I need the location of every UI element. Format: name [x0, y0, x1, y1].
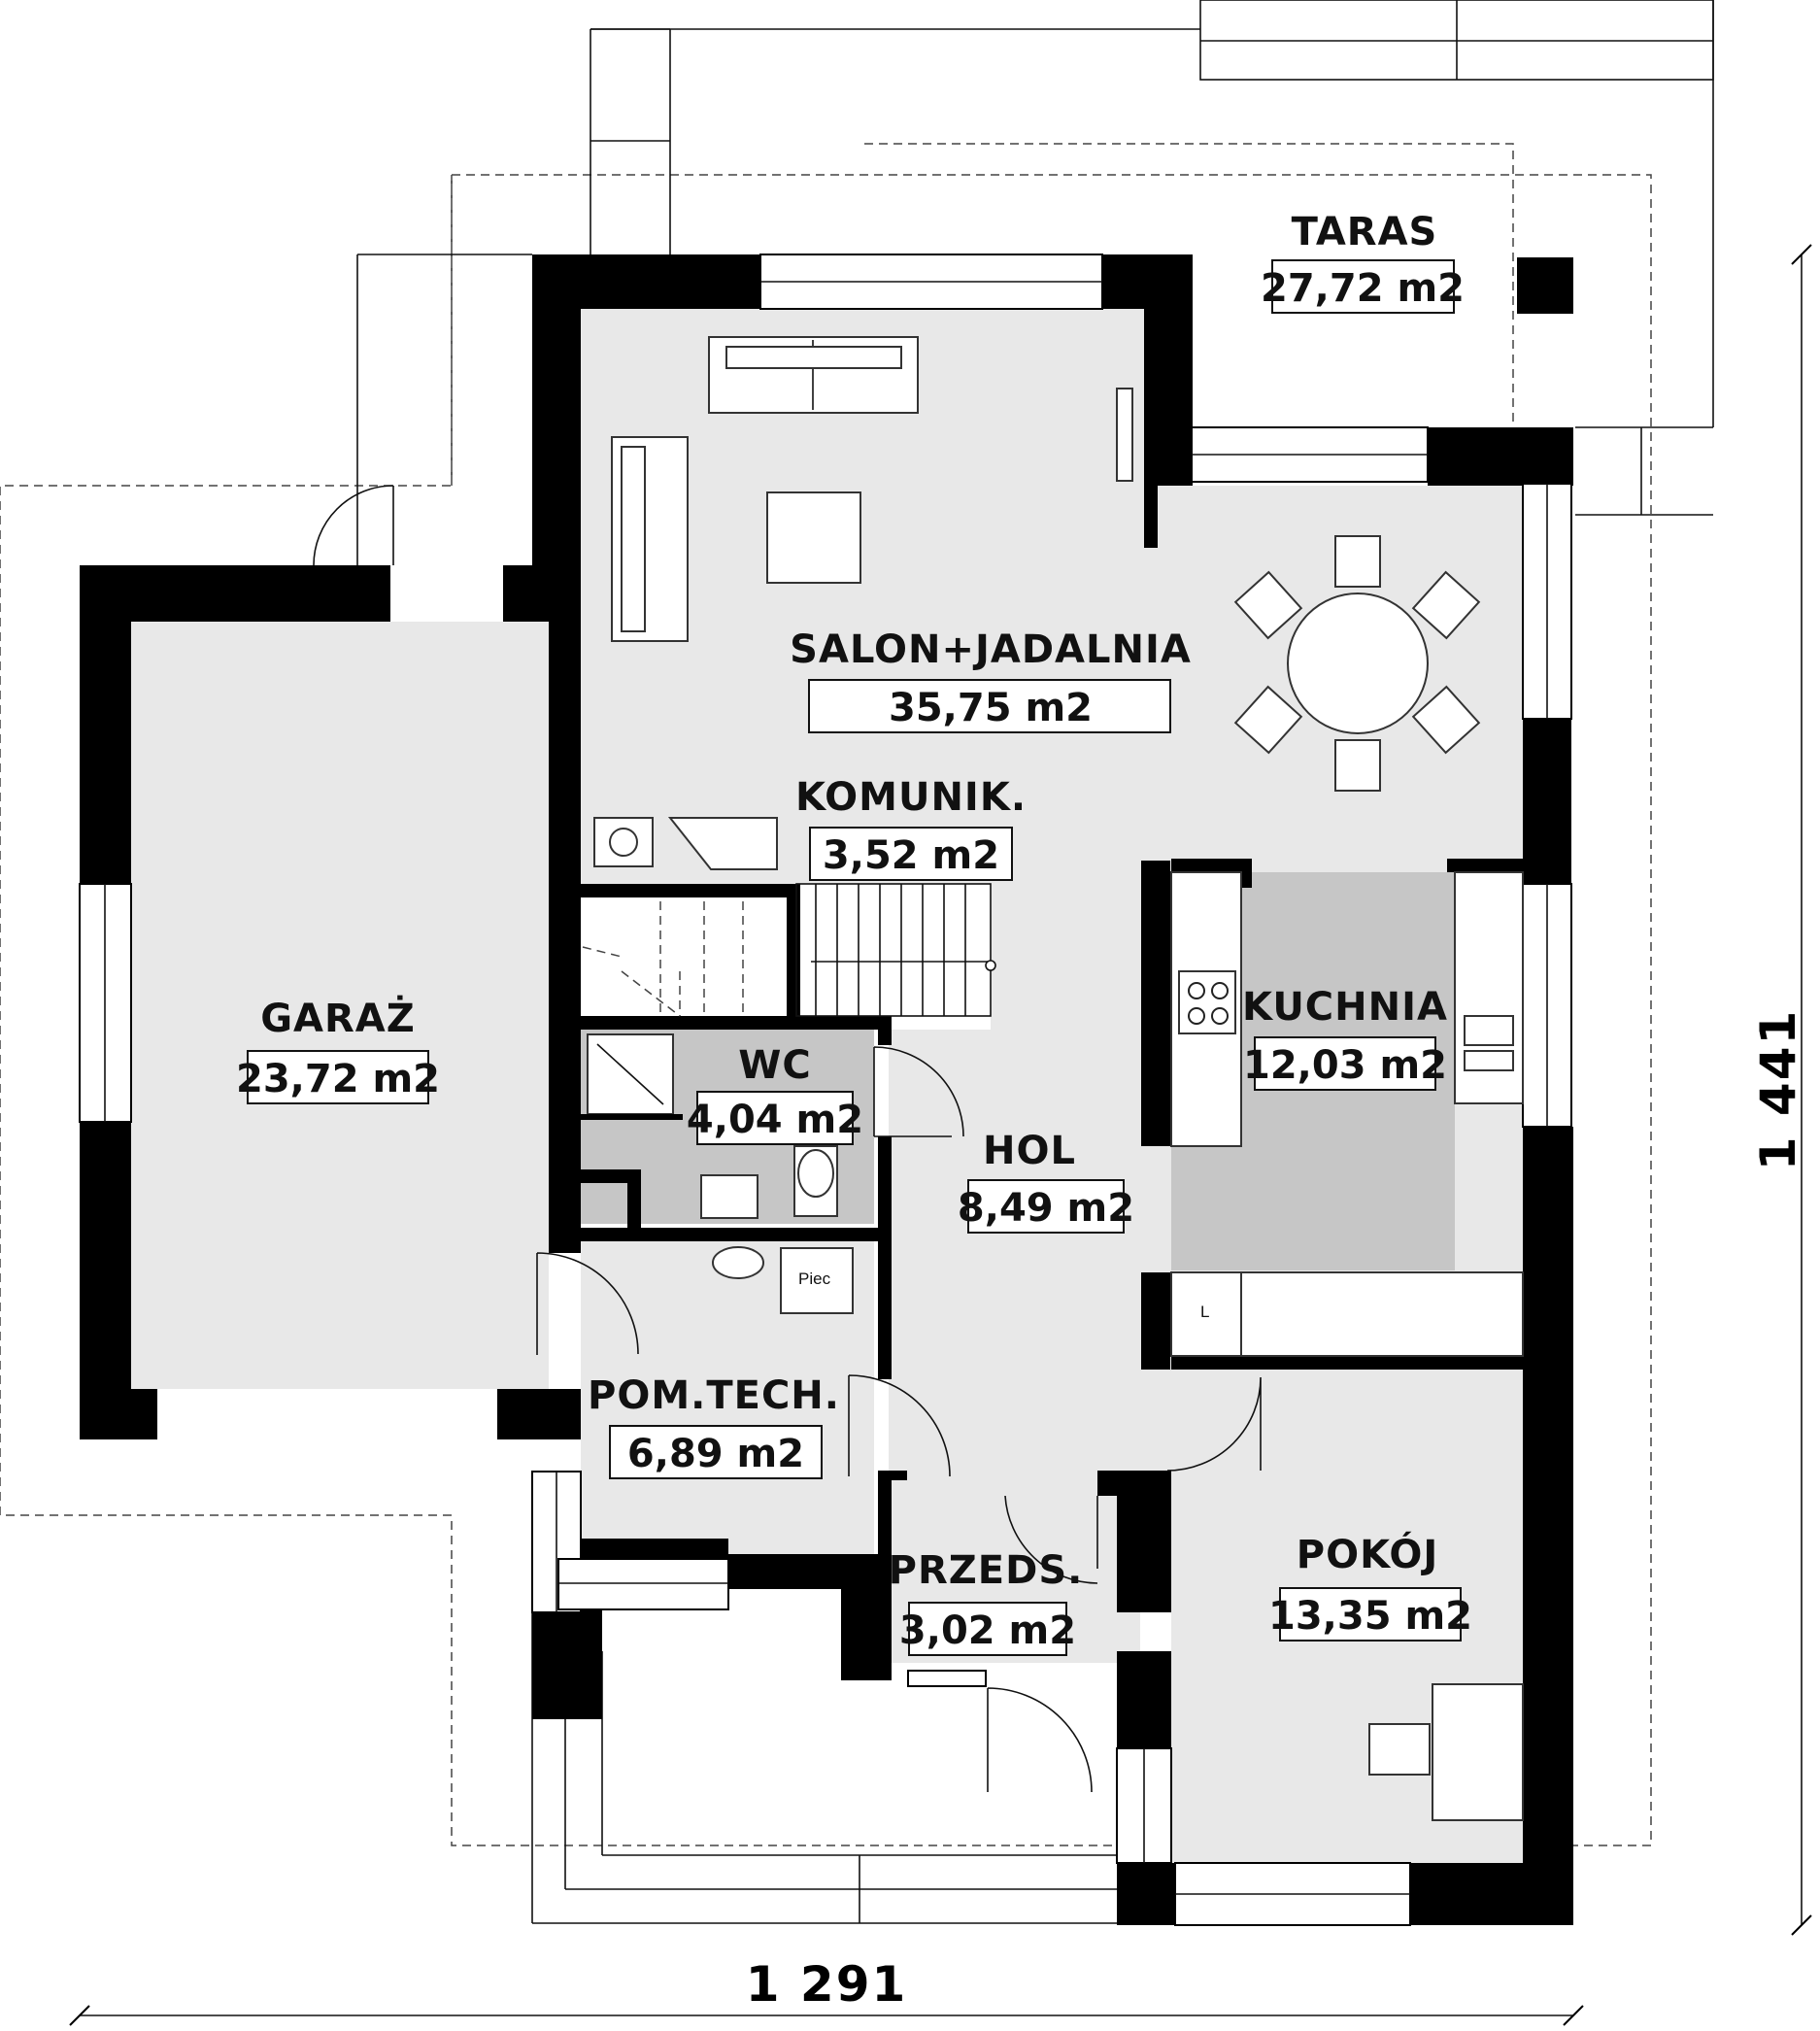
desk	[1432, 1683, 1524, 1821]
kuchnia-name: KUCHNIA	[1242, 985, 1448, 1030]
przeds-name: PRZEDS.	[889, 1548, 1084, 1593]
washbasin-icon	[700, 1174, 758, 1219]
garaz-name: GARAŻ	[260, 995, 416, 1041]
tech-sink-icon	[712, 1246, 764, 1279]
tv-unit	[1116, 388, 1133, 482]
pokoj-name: POKÓJ	[1297, 1531, 1438, 1577]
roof-outline	[0, 143, 1652, 1846]
height-dimension: 1 441	[1750, 1009, 1806, 1171]
terrace-lines	[356, 0, 1714, 565]
hol-name: HOL	[983, 1129, 1076, 1173]
furniture: L Piec	[581, 336, 1524, 1821]
boiler-icon	[780, 1247, 854, 1314]
chair	[1368, 1723, 1431, 1776]
stove-icon	[1178, 970, 1236, 1034]
pokoj-area: 13,35 m2	[1268, 1594, 1472, 1639]
room-labels: TARAS 27,72 m2 SALON+JADALNIA 35,75 m2 K…	[236, 210, 1472, 1656]
przeds-area: 3,02 m2	[899, 1608, 1076, 1653]
windows	[79, 254, 1572, 1926]
salon-name: SALON+JADALNIA	[790, 627, 1192, 672]
wc-area: 4,04 m2	[687, 1098, 863, 1142]
komunik-name: KOMUNIK.	[795, 775, 1027, 820]
width-dimension: 1 291	[746, 1956, 908, 2013]
salon-area: 35,75 m2	[889, 686, 1093, 730]
garage-floor	[131, 622, 549, 1389]
fridge	[1170, 1271, 1242, 1357]
dining-set	[1233, 535, 1481, 792]
boiler-label: Piec	[798, 1269, 831, 1288]
sink-icon	[1464, 1015, 1514, 1046]
stairs-floor	[581, 884, 991, 1030]
pomtech-name: POM.TECH.	[588, 1373, 840, 1418]
taras-name: TARAS	[1292, 210, 1438, 254]
pomtech-area: 6,89 m2	[627, 1432, 804, 1476]
stairs	[582, 883, 996, 1017]
hall-floor	[889, 1030, 1171, 1496]
komunik-area: 3,52 m2	[823, 833, 999, 878]
taras-area: 27,72 m2	[1261, 266, 1465, 311]
doors	[313, 485, 1262, 1793]
coffee-table	[766, 491, 861, 584]
fridge-mark: L	[1200, 1303, 1209, 1321]
fireplace-icon	[593, 817, 654, 867]
garaz-area: 23,72 m2	[236, 1057, 440, 1101]
kuchnia-area: 12,03 m2	[1243, 1043, 1447, 1088]
wc-name: WC	[738, 1043, 811, 1088]
walls	[80, 254, 1573, 1925]
dimension-lines: 1 291 1 441	[69, 244, 1812, 2026]
hol-area: 8,49 m2	[958, 1186, 1134, 1231]
